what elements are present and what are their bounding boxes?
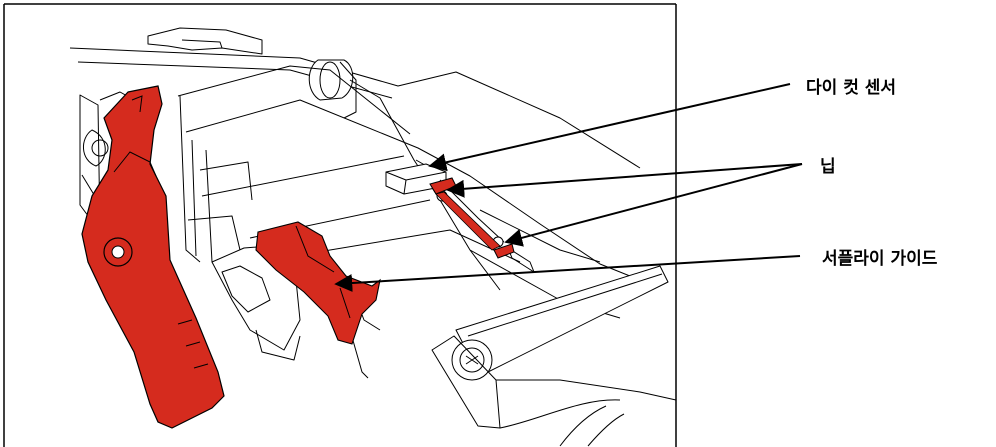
leader-nib-lower [504, 163, 803, 247]
label-die-cut-sensor: 다이 컷 센서 [806, 78, 897, 98]
label-supply-guide: 서플라이 가이드 [822, 249, 938, 269]
nib-strip [435, 191, 501, 251]
leader-supply-guide [334, 255, 801, 293]
release-lever [81, 85, 225, 429]
label-nib: 닙 [820, 157, 836, 177]
leader-die-cut-sensor [428, 83, 791, 172]
leader-lines [334, 83, 803, 293]
figure-frame [3, 3, 677, 447]
red-components [81, 85, 515, 429]
leader-nib-upper [446, 163, 803, 198]
